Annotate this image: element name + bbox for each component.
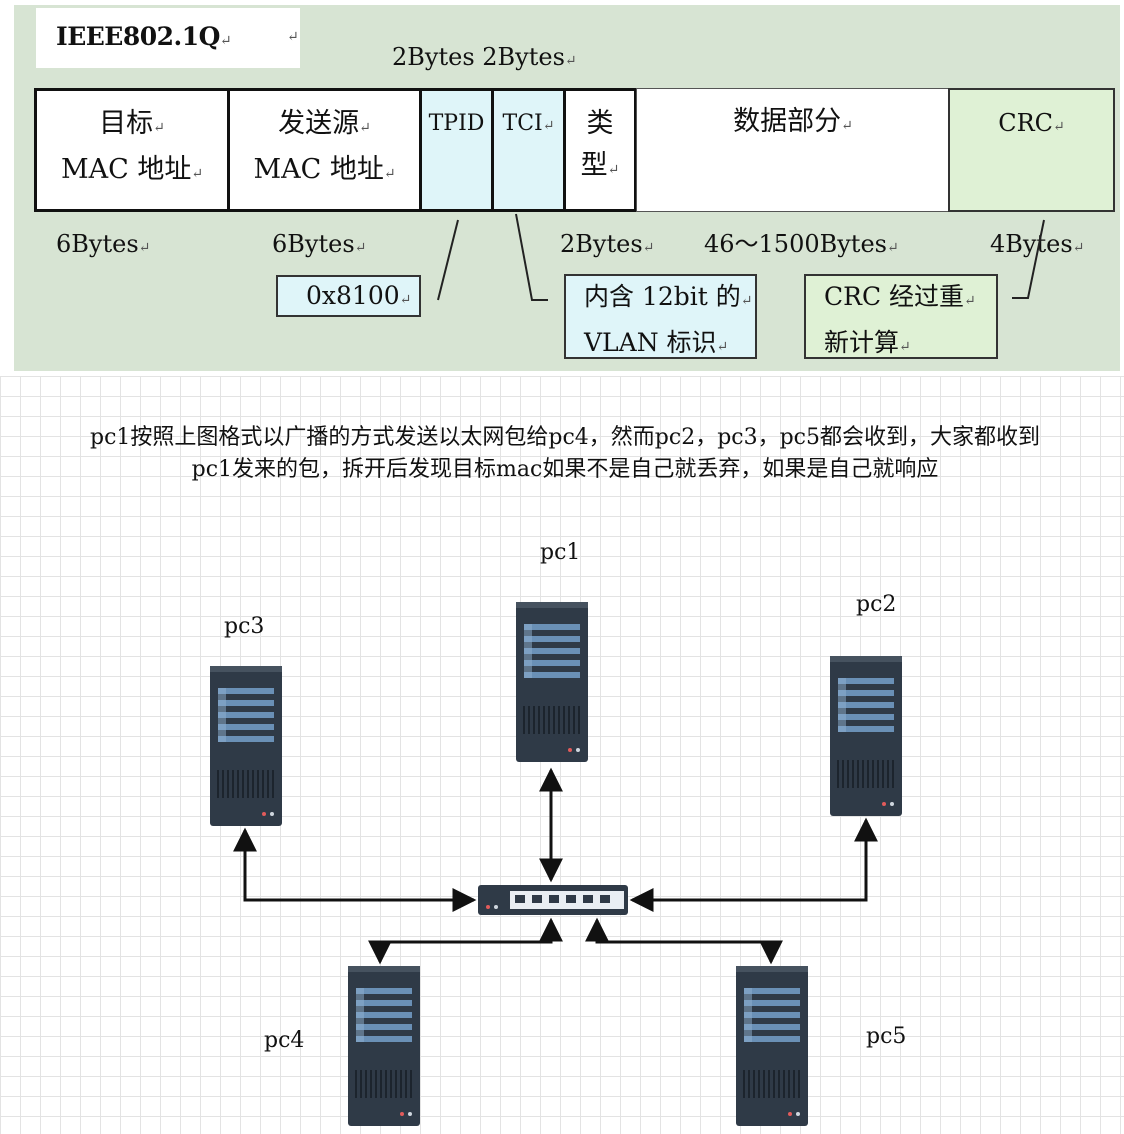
note-tci-vlan: 内含 12bit 的↵ VLAN 标识↵: [564, 274, 757, 359]
paragraph-mark-icon: ↵: [138, 240, 151, 256]
note-crc-line2: 新计算: [824, 328, 900, 357]
paragraph-mark-icon: ↵: [564, 53, 577, 69]
connector-crc: [1012, 219, 1045, 299]
note-tci-line2: VLAN 标识: [584, 328, 717, 357]
title-box: [36, 8, 300, 68]
paragraph-mark-icon: ↵: [191, 166, 204, 182]
paragraph-mark-icon: ↵: [359, 120, 371, 136]
pc1-label: pc1: [540, 540, 581, 565]
paragraph-mark-icon: ↵: [383, 166, 396, 182]
paragraph-mark-icon: ↵: [964, 293, 976, 309]
server-icon-pc4: [347, 965, 421, 1127]
size-crc: 4Bytes↵: [990, 232, 1084, 256]
paragraph-mark-icon: ↵: [1072, 240, 1085, 256]
note-crc-line1: CRC 经过重: [824, 282, 965, 311]
note-tpid-value: 0x8100↵: [276, 275, 421, 317]
cell-crc: CRC↵: [948, 88, 1115, 212]
pc4-label: pc4: [264, 1028, 305, 1053]
frame-title-text: IEEE802.1Q: [56, 22, 220, 51]
paragraph-mark-icon: ↵: [542, 118, 555, 134]
caption-line1: pc1按照上图格式以广播的方式发送以太网包给pc4，然而pc2，pc3，pc5都…: [89, 425, 1040, 450]
size-destination-text: 6Bytes: [56, 230, 139, 258]
size-destination: 6Bytes↵: [56, 232, 150, 256]
size-type: 2Bytes↵: [560, 232, 654, 256]
paragraph-mark-icon: ↵: [354, 240, 367, 256]
cell-tci-text: TCI: [502, 111, 543, 136]
cell-destination-line1: 目标: [99, 108, 154, 139]
server-icon-pc2: [829, 655, 903, 817]
paragraph-mark-icon: ↵: [740, 293, 753, 309]
paragraph-mark-icon: ↵: [716, 339, 729, 355]
cell-crc-text: CRC: [998, 109, 1054, 137]
link-pc4-switch: [368, 917, 563, 965]
cell-type: 类 型↵: [563, 88, 637, 212]
cell-tpid-text: TPID: [428, 111, 485, 136]
paragraph-mark-icon: ↵: [1053, 119, 1065, 135]
tag-bytes-text: 2Bytes 2Bytes: [392, 43, 565, 71]
link-pc3-switch: [233, 827, 477, 912]
pc5-label: pc5: [866, 1024, 907, 1049]
caption-line2: pc1发来的包，拆开后发现目标mac如果不是自己就丢弃，如果是自己就响应: [191, 457, 939, 482]
server-icon-pc1: [515, 601, 589, 763]
connector-tpid: [437, 219, 459, 301]
note-tci-line1: 内含 12bit 的: [584, 282, 741, 311]
cell-tpid: TPID: [419, 88, 494, 212]
paragraph-mark-icon: ↵: [153, 120, 165, 136]
cell-destination-line2: MAC 地址: [60, 154, 192, 185]
paragraph-mark-icon: ↵: [607, 162, 620, 178]
server-icon-pc3: [209, 665, 283, 827]
network-links: [233, 767, 878, 965]
size-source: 6Bytes↵: [272, 232, 366, 256]
caption: pc1按照上图格式以广播的方式发送以太网包给pc4，然而pc2，pc3，pc5都…: [20, 422, 1110, 486]
cell-source-line1: 发送源: [278, 108, 360, 139]
size-data-text: 46～1500Bytes: [704, 230, 887, 258]
cell-type-line2: 型: [580, 150, 608, 181]
paragraph-mark-icon: ↵: [886, 240, 899, 256]
link-pc2-switch: [629, 817, 878, 912]
paragraph-mark-icon: ↵: [399, 292, 412, 308]
size-source-text: 6Bytes: [272, 230, 355, 258]
tag-bytes-label: 2Bytes 2Bytes↵: [392, 45, 577, 69]
connector-tci: [515, 213, 548, 301]
note-connectors: [437, 213, 1045, 301]
cell-source-mac: 发送源↵ MAC 地址↵: [227, 88, 422, 212]
paragraph-mark-icon: ↵: [899, 339, 911, 355]
paragraph-mark-icon: ↵: [287, 29, 299, 45]
note-crc-recalc: CRC 经过重↵ 新计算↵: [804, 274, 998, 359]
paragraph-mark-icon: ↵: [841, 118, 853, 134]
cell-data: 数据部分↵: [636, 88, 950, 212]
note-tpid-text: 0x8100: [306, 281, 400, 310]
cell-data-text: 数据部分: [733, 106, 842, 137]
paragraph-mark-icon: ↵: [642, 240, 655, 256]
size-type-text: 2Bytes: [560, 230, 643, 258]
switch-icon: [478, 885, 628, 915]
paragraph-mark-icon: ↵: [219, 33, 232, 49]
link-pc5-switch: [585, 917, 783, 965]
cell-source-line2: MAC 地址: [253, 154, 384, 185]
frame-title: IEEE802.1Q↵: [56, 22, 232, 51]
size-data: 46～1500Bytes↵: [704, 232, 899, 256]
size-crc-text: 4Bytes: [990, 230, 1073, 258]
cell-destination-mac: 目标↵ MAC 地址↵: [34, 88, 230, 212]
cell-type-line1: 类: [586, 108, 614, 139]
server-icon-pc5: [735, 965, 809, 1127]
pc3-label: pc3: [224, 614, 265, 639]
pc2-label: pc2: [856, 592, 897, 617]
